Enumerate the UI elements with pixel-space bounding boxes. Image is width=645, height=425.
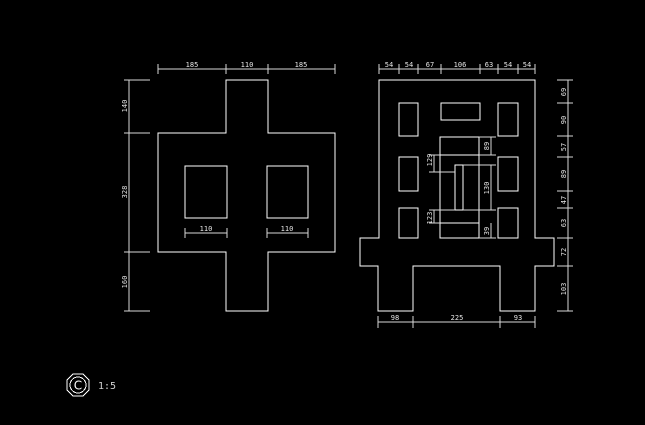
left-side-dimension: 140 328 160 — [121, 79, 150, 312]
right-bottom-dim-3: 93 — [514, 314, 522, 322]
scale-circle-icon — [69, 376, 87, 394]
right-inner-dim-1: 129 — [426, 154, 434, 167]
right-window-mid-left — [398, 156, 419, 192]
scale-symbol: C — [74, 379, 82, 393]
right-top-dim-3: 67 — [426, 61, 434, 69]
right-bottom-dim-1: 98 — [391, 314, 399, 322]
scale-ratio: 1:5 — [98, 381, 116, 392]
left-window-2 — [266, 165, 309, 219]
left-top-dim-3: 185 — [295, 61, 308, 69]
right-side-dim-8: 103 — [560, 283, 568, 296]
right-inner-dim-5: 39 — [483, 227, 491, 235]
left-drawing: 185 110 185 140 328 160 110 110 — [121, 61, 336, 312]
left-bottom-dim-1: 110 — [200, 225, 213, 233]
left-outline — [157, 79, 336, 312]
left-side-dim-3: 160 — [121, 276, 129, 289]
right-top-dimension: 54 54 67 106 63 54 54 — [378, 61, 536, 74]
right-center-panel — [439, 136, 480, 239]
right-side-dim-5: 47 — [560, 196, 568, 204]
scale-octagon-icon — [66, 373, 90, 397]
right-side-dim-7: 72 — [560, 248, 568, 256]
right-top-dim-4: 106 — [454, 61, 467, 69]
left-bottom-dimension: 110 110 — [184, 225, 309, 238]
right-outline — [359, 79, 555, 312]
right-top-dim-2: 54 — [405, 61, 413, 69]
right-side-dim-3: 57 — [560, 143, 568, 151]
right-side-dim-1: 69 — [560, 88, 568, 96]
right-side-dim-6: 63 — [560, 219, 568, 227]
right-side-dim-2: 90 — [560, 116, 568, 124]
right-inner-dim-4: 123 — [426, 212, 434, 225]
right-side-dimension: 69 90 57 89 47 63 72 103 — [557, 79, 573, 312]
right-window-low-left — [398, 207, 419, 239]
right-side-dim-4: 89 — [560, 170, 568, 178]
right-top-dim-7: 54 — [523, 61, 531, 69]
right-inner-dim-3: 130 — [483, 182, 491, 195]
left-top-dim-1: 185 — [186, 61, 199, 69]
right-center-slot — [454, 164, 464, 211]
left-side-dim-1: 140 — [121, 100, 129, 113]
right-bottom-dim-2: 225 — [451, 314, 464, 322]
right-inner-dimensions: 129 123 89 130 39 — [426, 136, 496, 239]
right-top-dim-5: 63 — [485, 61, 493, 69]
right-inner-dim-2: 89 — [483, 142, 491, 150]
left-top-dim-2: 110 — [241, 61, 254, 69]
left-side-dim-2: 328 — [121, 186, 129, 199]
left-top-dimension: 185 110 185 — [157, 61, 336, 74]
right-window-top-left — [398, 102, 419, 137]
scale-annotation: C 1:5 — [66, 373, 116, 397]
right-window-low-right — [497, 207, 519, 239]
right-bottom-dimension: 98 225 93 — [377, 314, 536, 328]
right-window-top-center — [440, 102, 481, 121]
right-drawing: 54 54 67 106 63 54 54 69 90 57 89 47 63 — [359, 61, 573, 328]
left-bottom-dim-2: 110 — [281, 225, 294, 233]
left-window-1 — [184, 165, 228, 219]
right-top-dim-6: 54 — [504, 61, 512, 69]
right-window-mid-right — [497, 156, 519, 192]
right-window-top-right — [497, 102, 519, 137]
right-top-dim-1: 54 — [385, 61, 393, 69]
